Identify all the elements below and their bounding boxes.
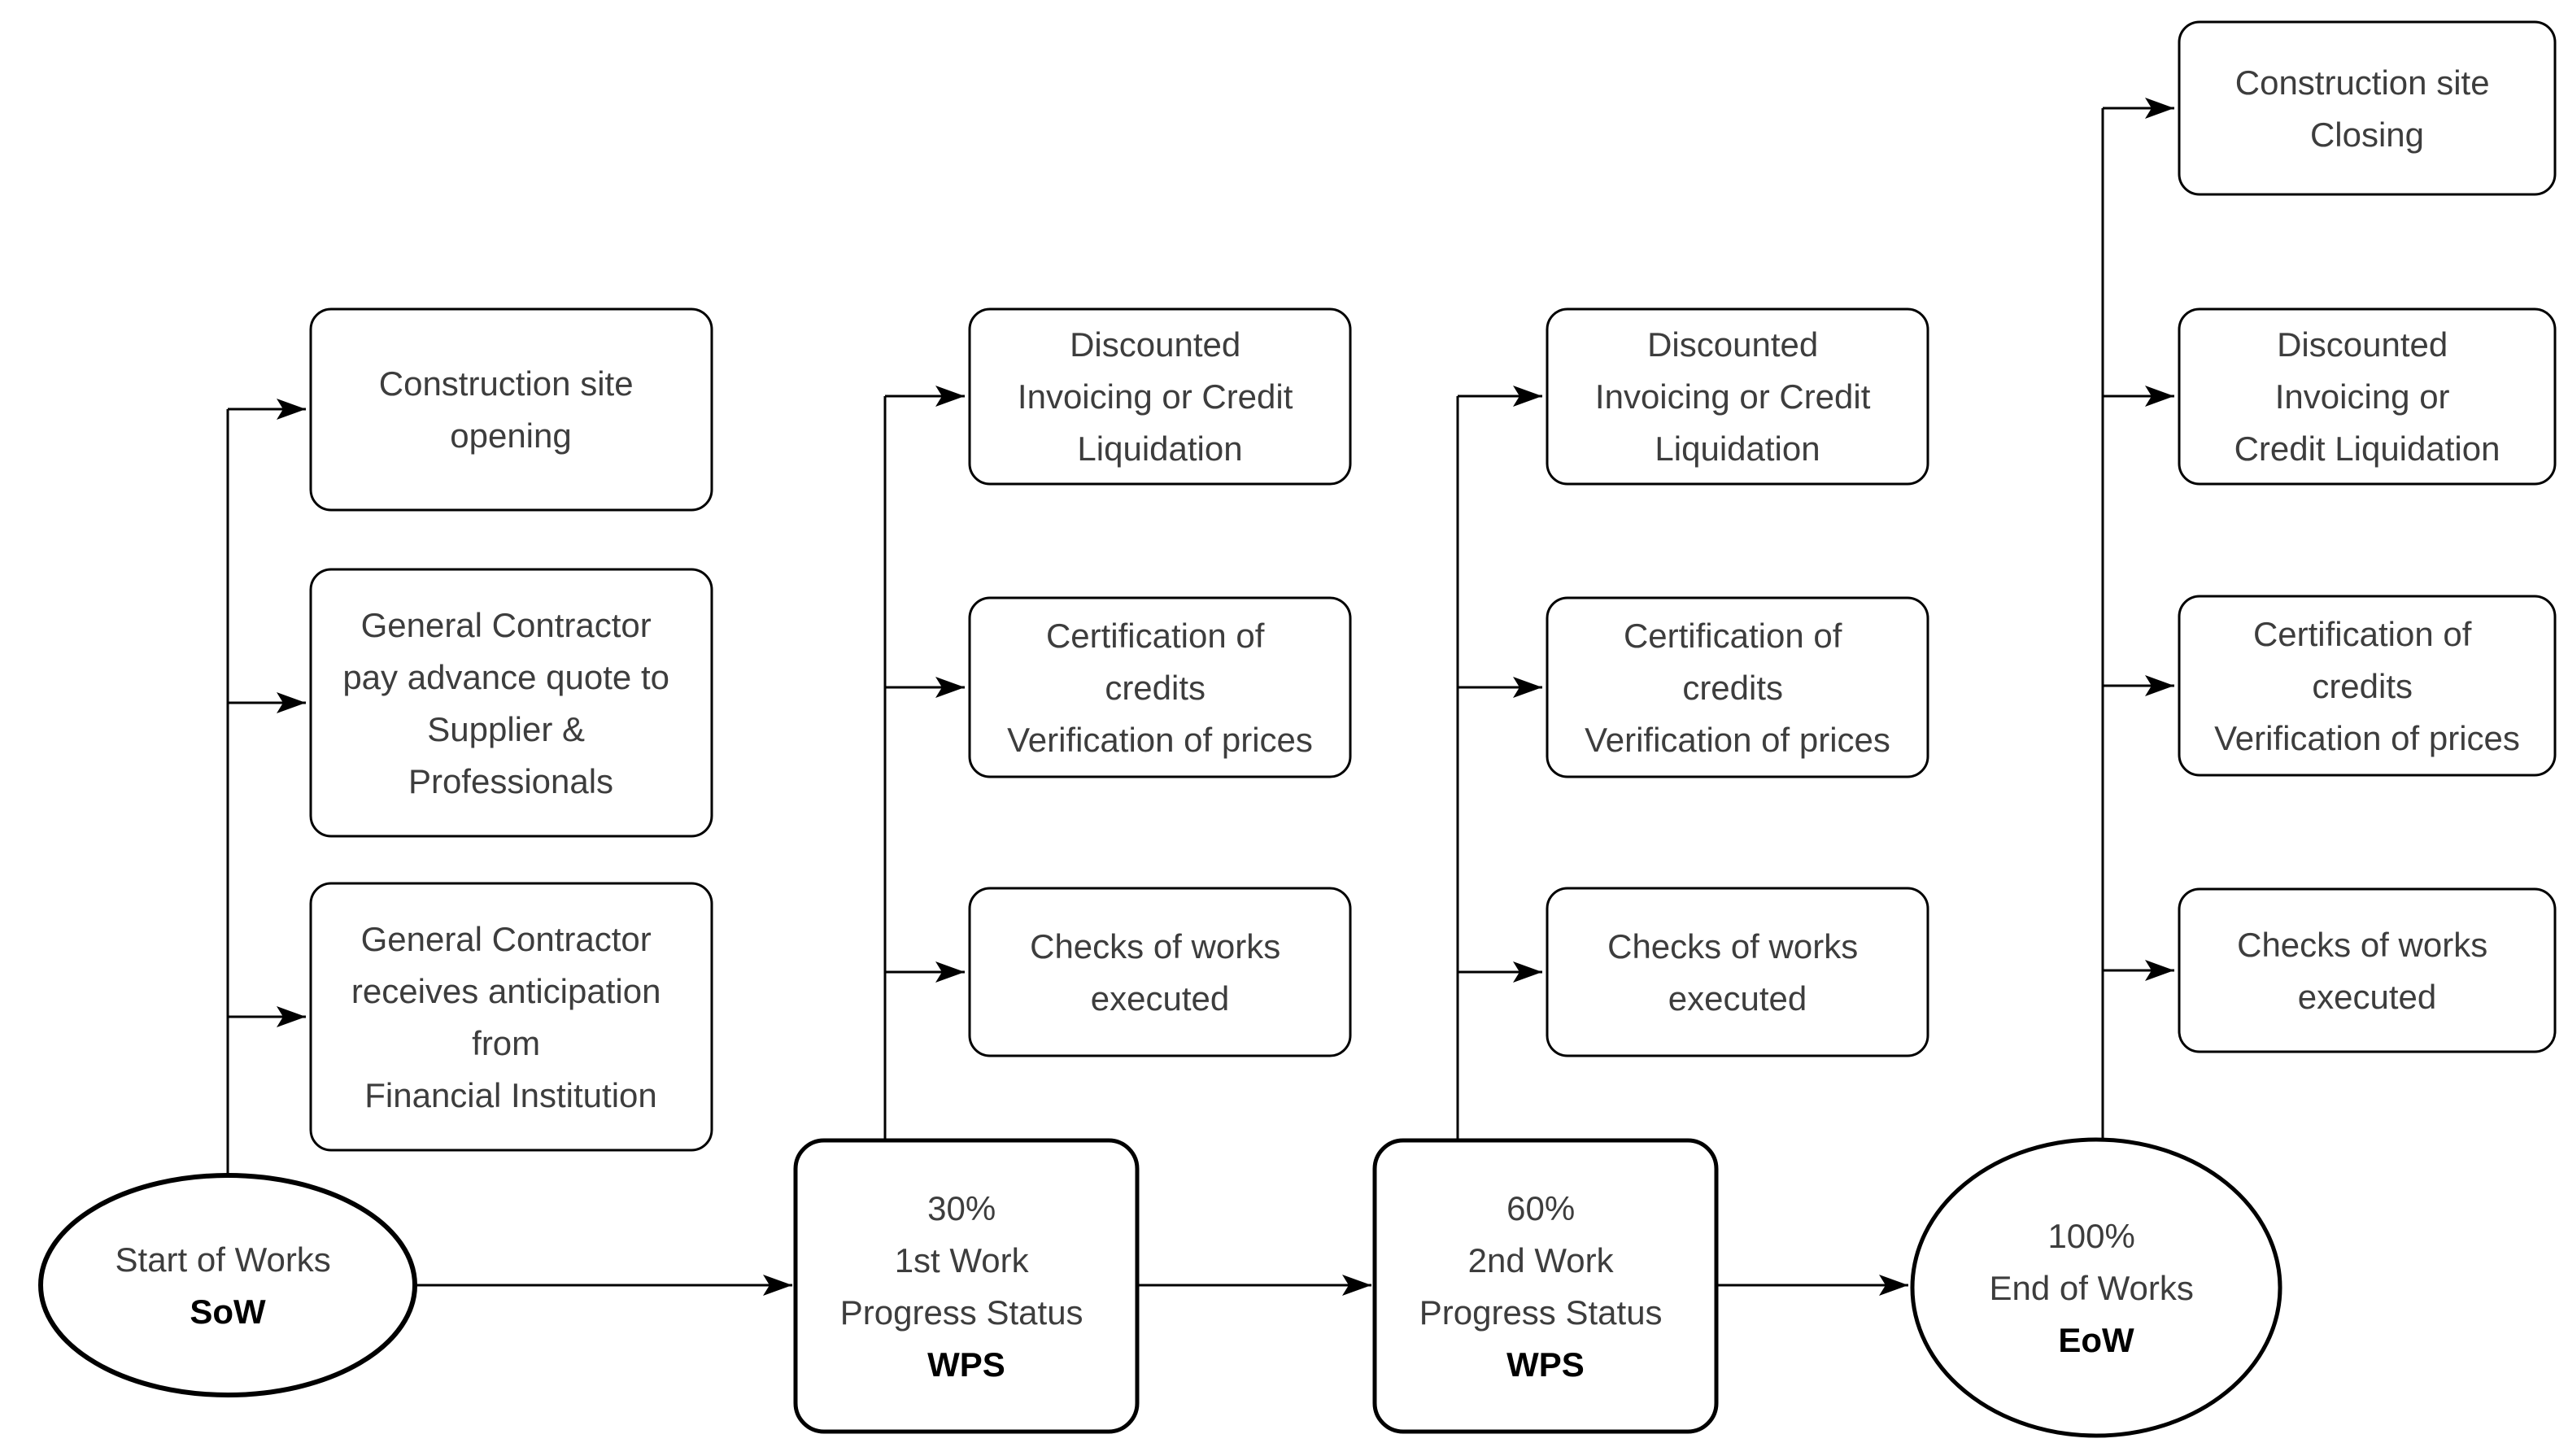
label-line: Supplier & xyxy=(427,710,585,748)
label-line: Verification of prices xyxy=(2214,719,2520,757)
label-line-bold: WPS xyxy=(927,1345,1005,1384)
box-checks-works-1-label: Checks of works executed xyxy=(1030,927,1290,1018)
label-line: credits xyxy=(1682,669,1783,707)
wps-30-label: 30% 1st Work Progress Status WPS xyxy=(840,1189,1092,1384)
box-checks-works-3-label: Checks of works executed xyxy=(2237,926,2497,1016)
label-line: Financial Institution xyxy=(364,1076,657,1114)
box-checks-works-2 xyxy=(1546,887,1929,1057)
label-line: Liquidation xyxy=(1077,429,1242,468)
box-receives-anticipation-label: General Contractor receives anticipation… xyxy=(351,920,670,1114)
label-line: executed xyxy=(1668,979,1807,1018)
wps-60-label: 60% 2nd Work Progress Status WPS xyxy=(1419,1189,1672,1384)
label-line-bold: EoW xyxy=(2058,1321,2134,1359)
box-discounted-invoicing-1-label: Discounted Invoicing or Credit Liquidati… xyxy=(1018,325,1302,468)
label-line: pay advance quote to xyxy=(342,658,669,696)
box-discounted-invoicing-2 xyxy=(1546,307,1929,486)
label-line: Invoicing or Credit xyxy=(1018,377,1293,416)
box-discounted-invoicing-3 xyxy=(2178,307,2557,486)
label-line: from xyxy=(472,1024,540,1062)
col1-boxes: Construction site opening General Contra… xyxy=(309,307,713,1152)
label-line: Verification of prices xyxy=(1585,721,1890,759)
box-receives-anticipation xyxy=(309,882,713,1152)
box-discounted-invoicing-2-label: Discounted Invoicing or Credit Liquidati… xyxy=(1595,325,1880,468)
box-certification-credits-3 xyxy=(2178,595,2557,777)
label-line: General Contractor xyxy=(361,920,652,958)
col4-boxes: Construction site Closing Discounted Inv… xyxy=(2178,20,2557,1053)
main-nodes: Start of Works SoW 30% 1st Work Progress… xyxy=(38,1137,2282,1438)
connectors xyxy=(226,98,2174,1296)
col2-boxes: Discounted Invoicing or Credit Liquidati… xyxy=(968,307,1352,1057)
box-certification-credits-2-label: Certification of credits Verification of… xyxy=(1585,617,1890,759)
box-construction-site-opening-label: Construction site opening xyxy=(379,364,643,455)
label-line: Verification of prices xyxy=(1007,721,1313,759)
box-certification-credits-1-label: Certification of credits Verification of… xyxy=(1007,617,1313,759)
label-line: Discounted xyxy=(1070,325,1240,364)
label-line: Checks of works xyxy=(1607,927,1858,966)
label-line: credits xyxy=(2312,667,2413,705)
label-line: 100% xyxy=(2047,1217,2134,1255)
label-line: Progress Status xyxy=(1419,1293,1663,1332)
label-line: Invoicing or xyxy=(2275,377,2450,416)
box-construction-site-closing xyxy=(2178,20,2557,196)
wps-30-node xyxy=(793,1138,1140,1434)
box-checks-works-3 xyxy=(2178,887,2557,1053)
label-line: Credit Liquidation xyxy=(2234,429,2500,468)
label-line: Progress Status xyxy=(840,1293,1083,1332)
start-of-works-ellipse xyxy=(38,1173,417,1397)
box-pay-advance-quote xyxy=(309,568,713,838)
box-discounted-invoicing-1 xyxy=(968,307,1352,486)
box-certification-credits-1 xyxy=(968,596,1352,778)
label-line: credits xyxy=(1105,669,1206,707)
label-line: Professionals xyxy=(408,762,613,800)
label-line: Invoicing or Credit xyxy=(1595,377,1871,416)
box-checks-works-1 xyxy=(968,887,1352,1057)
label-line: receives anticipation xyxy=(351,972,661,1010)
label-line: Liquidation xyxy=(1655,429,1820,468)
box-construction-site-opening xyxy=(309,307,713,512)
col3-boxes: Discounted Invoicing or Credit Liquidati… xyxy=(1546,307,1929,1057)
box-certification-credits-2 xyxy=(1546,596,1929,778)
label-line: 2nd Work xyxy=(1468,1241,1615,1279)
label-line: Certification of xyxy=(1624,617,1842,655)
label-line: Certification of xyxy=(1046,617,1265,655)
end-of-works-ellipse xyxy=(1910,1137,2282,1438)
label-line: executed xyxy=(2298,978,2436,1016)
label-line-bold: WPS xyxy=(1506,1345,1585,1384)
label-line: executed xyxy=(1091,979,1229,1018)
box-discounted-invoicing-3-label: Discounted Invoicing or Credit Liquidati… xyxy=(2234,325,2500,468)
label-line: Discounted xyxy=(2277,325,2448,364)
label-line: Discounted xyxy=(1647,325,1818,364)
box-certification-credits-3-label: Certification of credits Verification of… xyxy=(2214,615,2520,757)
label-line: General Contractor xyxy=(361,606,652,644)
wps-60-node xyxy=(1372,1138,1719,1434)
label-line: Construction site xyxy=(379,364,634,403)
label-line-bold: SoW xyxy=(190,1293,266,1331)
label-line: 1st Work xyxy=(895,1241,1030,1279)
label-line: Certification of xyxy=(2253,615,2472,653)
label-line: End of Works xyxy=(1990,1269,2194,1307)
label-line: Construction site xyxy=(2235,63,2490,102)
label-line: Checks of works xyxy=(2237,926,2487,964)
label-line: 60% xyxy=(1506,1189,1575,1227)
label-line: Start of Works xyxy=(116,1240,331,1279)
box-construction-site-closing-label: Construction site Closing xyxy=(2235,63,2499,154)
label-line: Checks of works xyxy=(1030,927,1280,966)
end-of-works-label: 100% End of Works EoW xyxy=(1990,1217,2204,1359)
label-line: Closing xyxy=(2310,116,2424,154)
box-pay-advance-quote-label: General Contractor pay advance quote to … xyxy=(342,606,678,800)
label-line: 30% xyxy=(927,1189,996,1227)
start-of-works-label: Start of Works SoW xyxy=(116,1240,341,1331)
box-checks-works-2-label: Checks of works executed xyxy=(1607,927,1868,1018)
label-line: opening xyxy=(450,416,571,455)
